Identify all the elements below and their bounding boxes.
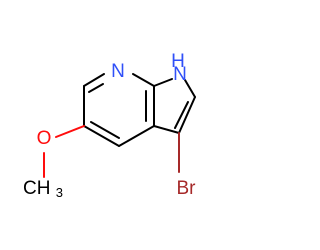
- pyrrole-hydrogen-label: H: [171, 51, 185, 72]
- bond-nh-c2: [184, 79, 196, 98]
- bond-c4-nh: [153, 78, 173, 87]
- bond-c2-c3: [178, 96, 196, 134]
- bond-c3-c9: [153, 125, 180, 134]
- methyl-hydrogen-count: 3: [56, 185, 63, 200]
- methyl-label: CH 3: [23, 178, 63, 200]
- bond-c7-c8-inner: [90, 121, 120, 139]
- bond-c7-o: [55, 125, 85, 138]
- methyl-carbon-text: CH: [23, 178, 50, 199]
- bond-c6-c5: [83, 73, 105, 87]
- bond-c7-c8: [83, 125, 120, 147]
- pyridine-nitrogen-label: N: [111, 61, 125, 82]
- bond-c2-c3-inner: [174, 101, 189, 129]
- molecule-structure: N H N O CH 3 Br: [23, 51, 197, 200]
- bond-c8-c9: [118, 125, 155, 147]
- structure-canvas: N H N O CH 3 Br: [23, 51, 197, 201]
- oxygen-label: O: [37, 128, 52, 149]
- bond-c4-n1: [132, 73, 155, 87]
- bond-c6-c5-inner: [88, 83, 104, 93]
- bromine-label: Br: [177, 178, 197, 199]
- pyrrole-nitrogen-label: N: [173, 64, 187, 85]
